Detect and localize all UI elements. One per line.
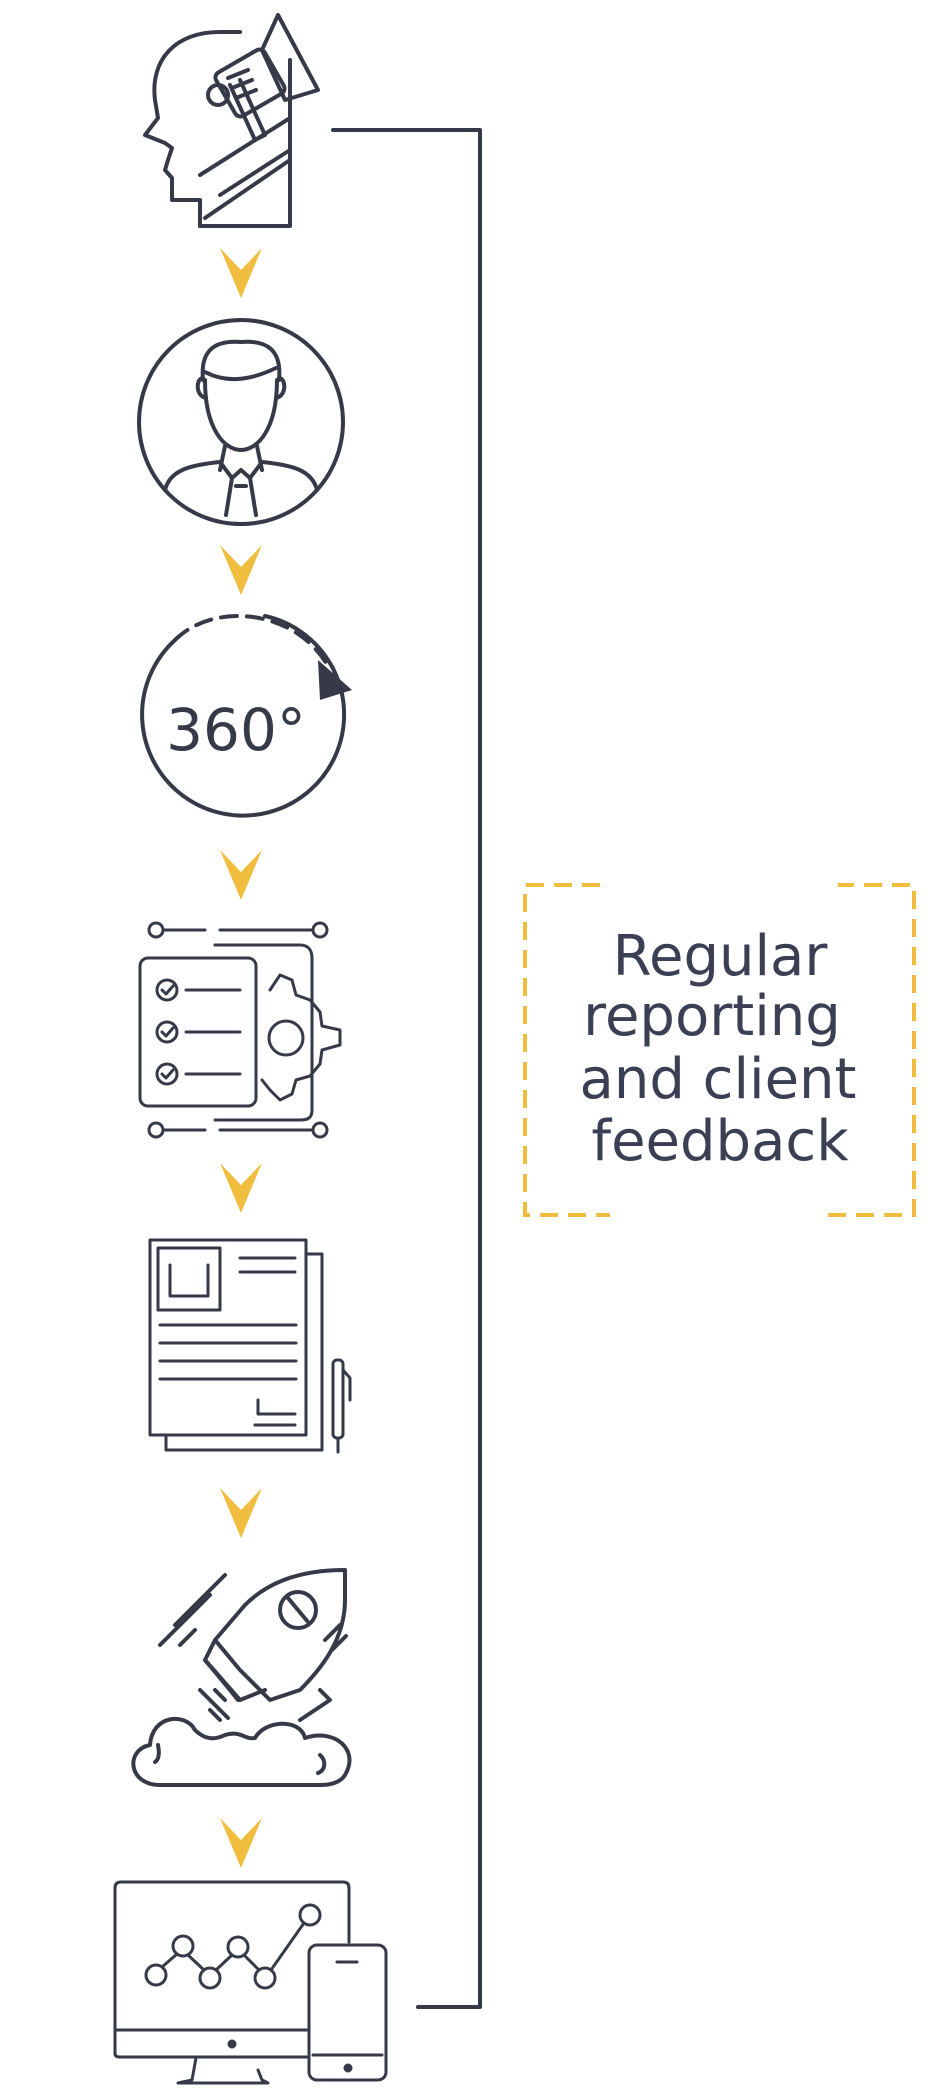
rocket-launch-icon bbox=[131, 1568, 352, 1787]
flow-arrow bbox=[220, 1488, 262, 1538]
document-contract-icon bbox=[148, 1238, 352, 1454]
feedback-box-border bbox=[523, 883, 916, 1217]
flow-arrow bbox=[220, 850, 262, 900]
analytics-devices-icon bbox=[113, 1880, 388, 2085]
feedback-line-4: feedback bbox=[591, 1109, 849, 1174]
client-avatar-icon bbox=[137, 318, 345, 526]
feedback-box: Regular reporting and client feedback bbox=[523, 883, 916, 1217]
flow-arrow bbox=[220, 1818, 262, 1868]
feedback-line-2: reporting bbox=[583, 984, 841, 1049]
badge-360-text: 360° bbox=[166, 696, 306, 764]
checklist-gear-icon bbox=[138, 921, 342, 1139]
feedback-line-1: Regular bbox=[613, 924, 829, 989]
head-megaphone-icon bbox=[143, 13, 320, 228]
feedback-loop-connector bbox=[331, 128, 482, 2009]
rotation-360-icon: 360° bbox=[140, 614, 352, 818]
flow-arrow bbox=[220, 1163, 262, 1213]
flow-arrow bbox=[220, 248, 262, 298]
flow-arrow bbox=[220, 545, 262, 595]
feedback-line-3: and client bbox=[580, 1047, 857, 1112]
